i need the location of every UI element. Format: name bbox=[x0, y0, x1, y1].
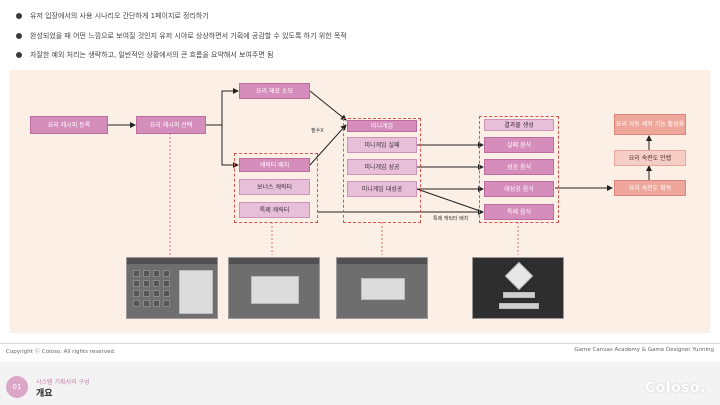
bullet-text: 유저 입장에서의 사용 시나리오 간단하게 1페이지로 정리하기 bbox=[30, 11, 209, 21]
node-ingredient: 요리 재료 소모 bbox=[239, 83, 310, 99]
footer: Copyright ⓒ Coloso. All rights reserved.… bbox=[0, 343, 720, 357]
node-special-food: 특제 음식 bbox=[484, 204, 554, 220]
node-mastery: 요리 숙련도 만렙 bbox=[614, 150, 686, 166]
section-bar: 01 시스템 기획서의 구성 개요 Coloso. bbox=[0, 362, 720, 405]
arrow-ingredient-minigame bbox=[310, 91, 346, 120]
node-mg-success: 미니게임 성공 bbox=[347, 159, 417, 175]
edge-label-required: 필수X bbox=[311, 127, 324, 134]
bullet-item: 자잘한 예외 처리는 생략하고, 일반적인 상황에서의 큰 흐름을 요약해서 보… bbox=[16, 48, 273, 62]
edge-label-special: 특제 캐릭터 배치 bbox=[433, 215, 468, 222]
node-success-food: 성공 음식 bbox=[484, 159, 554, 175]
node-minigame: 미니게임 bbox=[347, 120, 417, 132]
bullet-dot-icon bbox=[16, 33, 22, 39]
node-bonus: 보너스 캐릭터 bbox=[239, 179, 310, 195]
node-unlock: 요리 자동 제작 기능 활성화 bbox=[614, 114, 686, 135]
node-special: 특제 캐릭터 bbox=[239, 202, 310, 218]
node-fail-food: 실패 음식 bbox=[484, 137, 554, 153]
copyright-text: Copyright ⓒ Coloso. All rights reserved. bbox=[6, 347, 116, 355]
bullet-dot-icon bbox=[16, 52, 22, 58]
bullet-dot-icon bbox=[16, 13, 22, 19]
brand-logo: Coloso. bbox=[645, 380, 706, 396]
screenshot-minigame bbox=[336, 257, 428, 319]
section-number-badge: 01 bbox=[6, 376, 28, 398]
node-result: 결과물 생성 bbox=[484, 119, 554, 131]
screenshot-recipe-list bbox=[126, 257, 218, 319]
screenshot-char-place bbox=[228, 257, 320, 319]
bullet-text: 완성되었을 때 어떤 느낌으로 보여질 것인지 유저 시야로 상상하면서 기획에… bbox=[30, 31, 347, 41]
bullet-item: 유저 입장에서의 사용 시나리오 간단하게 1페이지로 정리하기 bbox=[16, 9, 209, 23]
flow-diagram: 요리 레시피 등록 요리 레시피 선택 요리 재료 소모 캐릭터 배치 보너스 … bbox=[10, 70, 710, 333]
node-cook-done: 요리 숙련도 획득 bbox=[614, 180, 686, 196]
node-start: 요리 레시피 등록 bbox=[30, 116, 108, 134]
bullet-text: 자잘한 예외 처리는 생략하고, 일반적인 상황에서의 큰 흐름을 요약해서 보… bbox=[30, 50, 273, 60]
bullet-item: 완성되었을 때 어떤 느낌으로 보여질 것인지 유저 시야로 상상하면서 기획에… bbox=[16, 29, 347, 43]
section-title: 개요 bbox=[36, 386, 53, 399]
node-great-food: 대성공 음식 bbox=[484, 181, 554, 197]
arrow-select-ingredient bbox=[206, 91, 238, 125]
section-subtitle: 시스템 기획서의 구성 bbox=[36, 377, 90, 386]
credit-text: Game Canvas Academy & Game Designer Yunn… bbox=[574, 347, 714, 353]
screenshot-result bbox=[472, 257, 564, 319]
node-mg-great: 미니게임 대성공 bbox=[347, 181, 417, 197]
node-select: 요리 레시피 선택 bbox=[136, 116, 206, 134]
node-mg-fail: 미니게임 실패 bbox=[347, 137, 417, 153]
intro-bullets: 유저 입장에서의 사용 시나리오 간단하게 1페이지로 정리하기 완성되었을 때… bbox=[0, 0, 720, 68]
node-char-place: 캐릭터 배치 bbox=[239, 158, 310, 172]
